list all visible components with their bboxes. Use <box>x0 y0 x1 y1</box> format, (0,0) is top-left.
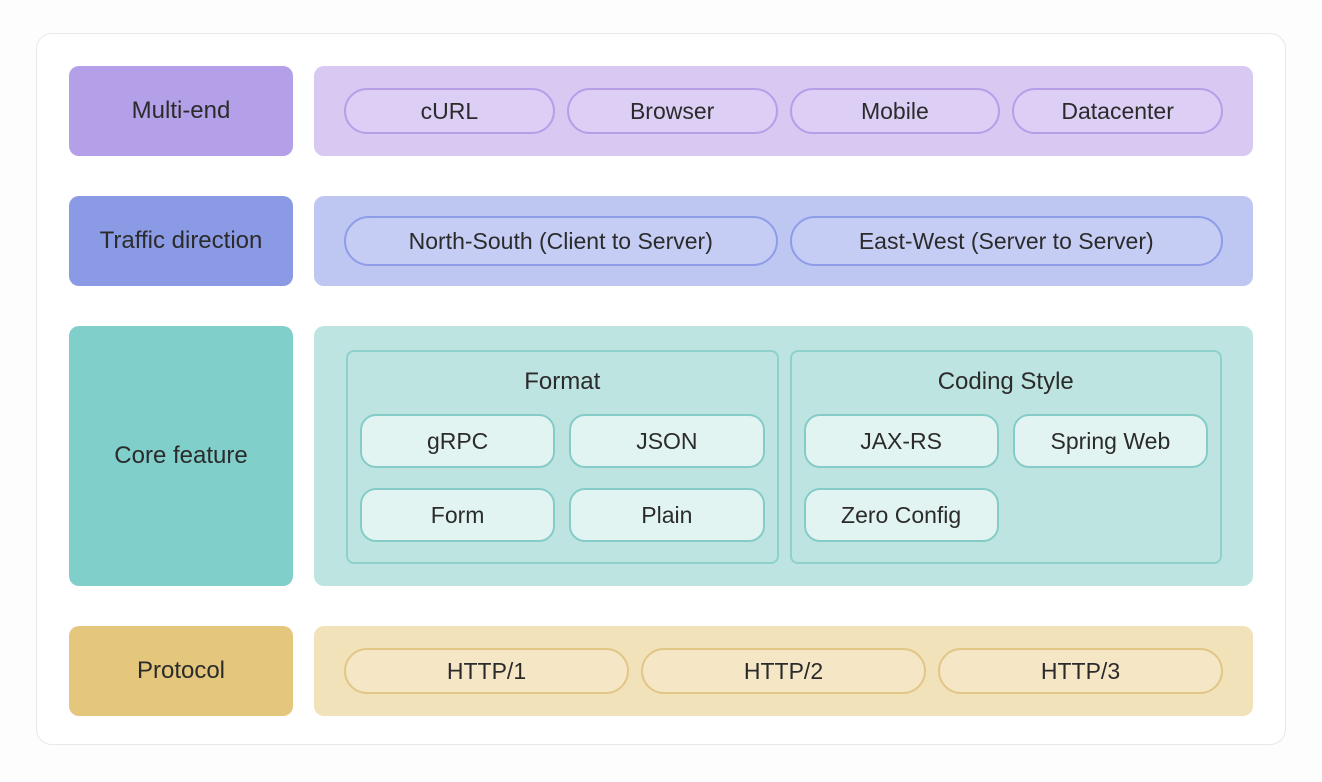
pill-browser: Browser <box>566 88 778 134</box>
feature-diagram-card: Multi-end cURL Browser Mobile Datacenter… <box>36 33 1286 745</box>
pill-zero-config: Zero Config <box>803 488 999 542</box>
pill-http2: HTTP/2 <box>641 648 926 694</box>
row-track-core-feature: Format gRPC JSON Form Plain Coding Style… <box>314 326 1253 586</box>
group-grid-format: gRPC JSON Form Plain <box>360 414 765 542</box>
row-multi-end: Multi-end cURL Browser Mobile Datacenter <box>69 66 1253 156</box>
row-track-protocol: HTTP/1 HTTP/2 HTTP/3 <box>314 626 1253 716</box>
row-label-multi-end: Multi-end <box>69 66 293 156</box>
row-core-feature: Core feature Format gRPC JSON Form Plain… <box>69 326 1253 586</box>
pill-http3: HTTP/3 <box>938 648 1223 694</box>
group-title-coding-style: Coding Style <box>937 368 1074 395</box>
pill-datacenter: Datacenter <box>1012 88 1223 134</box>
pill-east-west: East-West (Server to Server) <box>789 216 1223 266</box>
pill-http1: HTTP/1 <box>344 648 629 694</box>
row-track-multi-end: cURL Browser Mobile Datacenter <box>314 66 1253 156</box>
row-track-traffic-direction: North-South (Client to Server) East-West… <box>314 196 1253 286</box>
row-label-protocol: Protocol <box>69 626 293 716</box>
row-traffic-direction: Traffic direction North-South (Client to… <box>69 196 1253 286</box>
pill-jax-rs: JAX-RS <box>803 414 999 468</box>
pill-plain: Plain <box>569 488 765 542</box>
row-label-traffic-direction: Traffic direction <box>69 196 293 286</box>
row-label-core-feature: Core feature <box>69 326 293 586</box>
group-format: Format gRPC JSON Form Plain <box>346 350 779 564</box>
pill-json: JSON <box>569 414 765 468</box>
group-coding-style: Coding Style JAX-RS Spring Web Zero Conf… <box>789 350 1222 564</box>
group-title-format: Format <box>524 368 601 395</box>
pill-spring-web: Spring Web <box>1012 414 1208 468</box>
group-grid-coding-style: JAX-RS Spring Web Zero Config <box>803 414 1208 542</box>
row-protocol: Protocol HTTP/1 HTTP/2 HTTP/3 <box>69 626 1253 716</box>
pill-mobile: Mobile <box>789 88 1001 134</box>
pill-grpc: gRPC <box>360 414 556 468</box>
pill-curl: cURL <box>344 88 555 134</box>
pill-form: Form <box>360 488 556 542</box>
pill-north-south: North-South (Client to Server) <box>344 216 778 266</box>
